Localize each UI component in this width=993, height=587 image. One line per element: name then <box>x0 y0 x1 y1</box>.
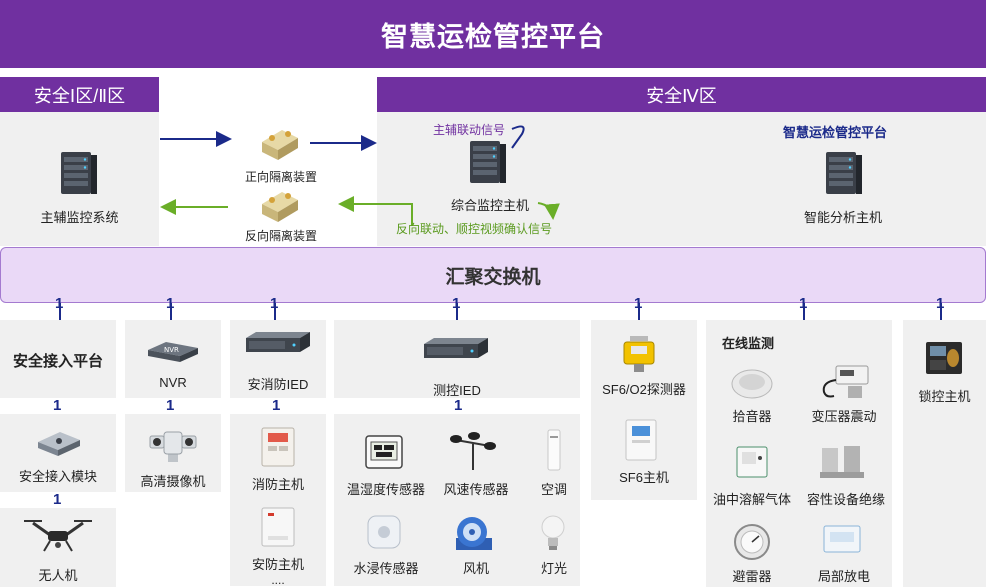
reverse-signal-label: 反向联动、顺控视频确认信号 <box>396 222 553 236</box>
pickup-icon <box>731 369 773 399</box>
measure-ied-panel <box>334 320 580 398</box>
sf6-detector-label: SF6/O2探测器 <box>602 382 686 397</box>
ac-label: 空调 <box>540 482 567 497</box>
security-host-label: 安防主机 <box>251 557 304 572</box>
connector-line <box>638 303 640 329</box>
arrester-label: 避雷器 <box>732 569 772 584</box>
pickup-label: 拾音器 <box>732 409 772 424</box>
forward-isolation-label: 正向隔离装置 <box>244 170 317 184</box>
server-icon <box>470 141 506 183</box>
access-module-icon <box>38 432 80 456</box>
security-host-icon <box>261 507 295 547</box>
link-marker: 1 <box>53 491 62 508</box>
forward-isolation-icon <box>262 130 298 160</box>
access-platform-panel <box>0 320 116 398</box>
link-marker: 1 <box>270 295 279 312</box>
access-module-label: 安全接入模块 <box>18 469 97 484</box>
integrated-host-label: 综合监控主机 <box>450 198 529 213</box>
link-marker: 1 <box>634 295 643 312</box>
capacitive-insulation-label: 容性设备绝缘 <box>806 492 885 507</box>
sf6-host-icon <box>625 419 657 461</box>
reverse-isolation-label: 反向隔离装置 <box>244 229 317 243</box>
access-platform-label: 安全接入平台 <box>12 353 103 370</box>
fire-host-label: 消防主机 <box>251 477 304 492</box>
connector-line <box>456 303 458 329</box>
light-bulb-icon <box>541 515 565 550</box>
online-monitor-title: 在线监测 <box>722 336 775 351</box>
zone-header-left: 安全Ⅰ区/Ⅱ区 <box>0 77 159 112</box>
wind-speed-label: 风速传感器 <box>443 482 509 497</box>
banner-title: 智慧运检管控平台 <box>0 0 986 68</box>
light-label: 灯光 <box>540 561 567 576</box>
server-icon <box>826 152 862 194</box>
linkage-signal-label: 主辅联动信号 <box>433 123 506 137</box>
water-sensor-icon <box>367 515 401 549</box>
air-conditioner-icon <box>547 429 561 471</box>
measure-ied-label: 测控IED <box>433 383 481 398</box>
drone-label: 无人机 <box>38 568 78 583</box>
temp-humidity-label: 温湿度传感器 <box>346 482 425 497</box>
link-marker: 1 <box>272 397 281 414</box>
connector-line <box>274 303 276 329</box>
water-sensor-label: 水浸传感器 <box>353 561 419 576</box>
fan-icon <box>456 517 492 550</box>
link-marker: 1 <box>55 295 64 312</box>
link-marker: 1 <box>166 295 175 312</box>
oil-gas-label: 油中溶解气体 <box>712 492 791 507</box>
nvr-icon: NVR <box>148 342 198 362</box>
sf6-host-label: SF6主机 <box>619 470 669 485</box>
hd-camera-label: 高清摄像机 <box>140 474 206 489</box>
vibration-sensor-icon <box>822 365 869 398</box>
lock-host-icon <box>926 342 962 374</box>
sf6-detector-icon <box>623 336 655 372</box>
ptz-camera-icon <box>149 431 197 462</box>
analysis-host-label: 智能分析主机 <box>803 210 882 225</box>
rack-server-icon <box>424 338 488 358</box>
anemometer-icon <box>450 432 496 470</box>
link-marker: 1 <box>53 397 62 414</box>
transformer-vibration-label: 变压器震动 <box>811 409 877 424</box>
reverse-isolation-icon <box>262 192 298 222</box>
fan-label: 风机 <box>462 561 489 576</box>
connector-line <box>170 303 172 329</box>
master-monitor-label: 主辅监控系统 <box>40 210 119 225</box>
rack-server-icon <box>246 332 310 352</box>
connector-line <box>59 303 61 331</box>
security-ied-label: 安消防IED <box>247 377 309 392</box>
server-icon <box>61 152 97 194</box>
partial-discharge-icon <box>823 525 861 553</box>
link-marker: 1 <box>799 295 808 312</box>
ellipsis: .... <box>271 573 285 587</box>
platform-label: 智慧运检管控平台 <box>783 125 888 140</box>
nvr-device-text: NVR <box>164 346 179 354</box>
link-marker: 1 <box>936 295 945 312</box>
lock-host-label: 锁控主机 <box>918 389 971 404</box>
aggregation-switch: 汇聚交换机 <box>0 247 986 303</box>
drone-icon <box>24 520 92 552</box>
arrester-icon <box>734 524 770 560</box>
link-marker: 1 <box>166 397 175 414</box>
link-marker: 1 <box>452 295 461 312</box>
partial-discharge-label: 局部放电 <box>817 569 870 584</box>
connector-line <box>940 303 942 329</box>
link-marker: 1 <box>454 397 463 414</box>
temp-humidity-icon <box>365 435 403 469</box>
oil-gas-icon <box>736 446 768 478</box>
connector-line <box>803 303 805 329</box>
insulation-device-icon <box>820 446 864 478</box>
fire-host-icon <box>261 427 295 467</box>
nvr-label: NVR <box>159 375 187 390</box>
zone-header-right: 安全Ⅳ区 <box>377 77 986 112</box>
